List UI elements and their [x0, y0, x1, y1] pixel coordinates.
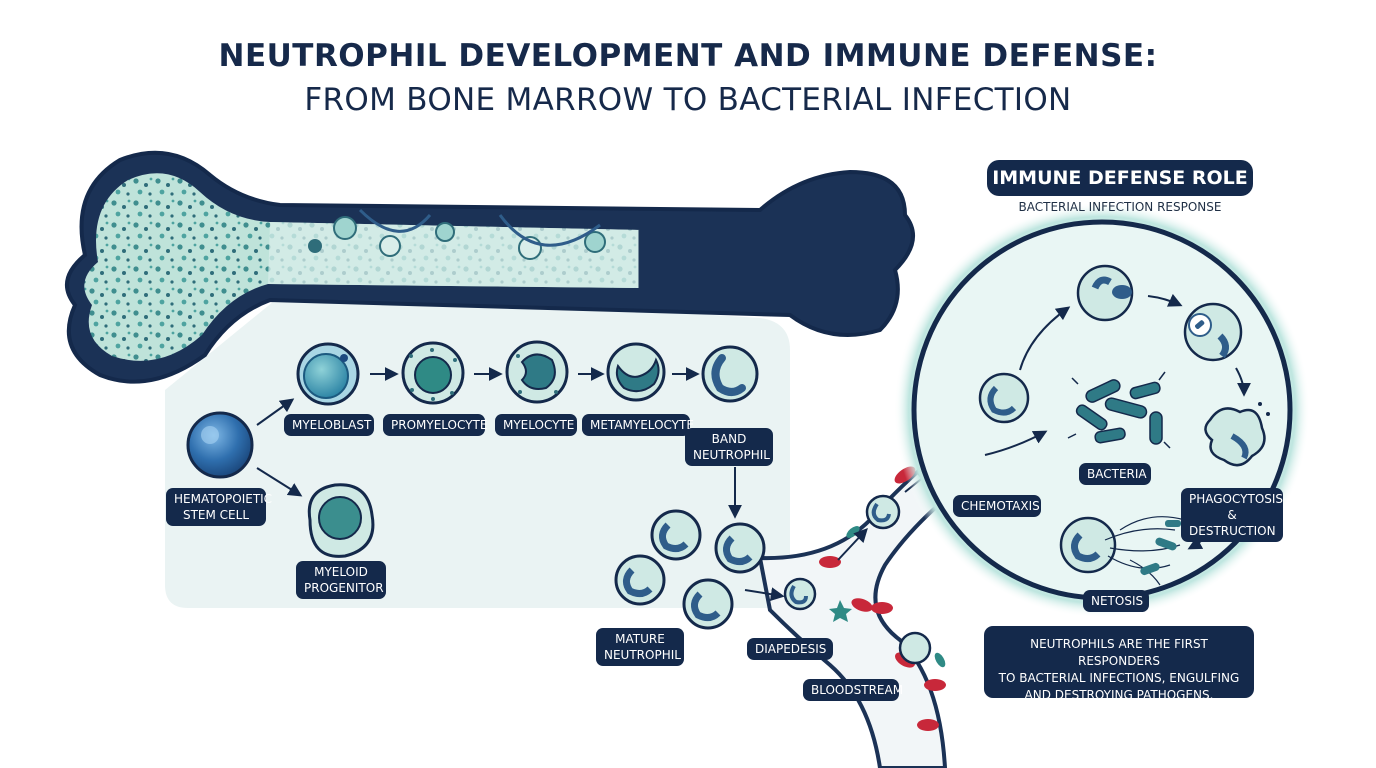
immune-defense-subheading: BACTERIAL INFECTION RESPONSE — [1018, 200, 1222, 214]
bacteria-group — [1067, 371, 1171, 449]
band-neutrophil-cell — [701, 345, 759, 403]
promyelocyte-cell — [401, 341, 465, 405]
hsc-label: HEMATOPOIETIC STEM CELL — [166, 488, 272, 526]
immune-defense-heading: IMMUNE DEFENSE ROLE — [987, 160, 1253, 196]
myeloid-progenitor-cell — [307, 483, 375, 558]
metamyelocyte-label: METAMYELOCYTE — [582, 414, 694, 436]
myeloblast-label: MYELOBLAST — [284, 414, 374, 436]
diapedesis-label: DIAPEDESIS — [747, 638, 833, 660]
myelocyte-label: MYELOCYTE — [495, 414, 577, 436]
band-neutrophil-label: BAND NEUTROPHIL — [685, 428, 773, 466]
bone-illustration — [65, 150, 915, 384]
hsc-cell — [186, 411, 254, 479]
mature-neutrophil-cluster — [614, 509, 766, 630]
page-subtitle: FROM BONE MARROW TO BACTERIAL INFECTION — [304, 82, 1072, 118]
page-title: NEUTROPHIL DEVELOPMENT AND IMMUNE DEFENS… — [218, 38, 1158, 74]
bloodstream-label: BLOODSTREAM — [803, 679, 903, 701]
promyelocyte-label: PROMYELOCYTE — [383, 414, 487, 436]
chemotaxis-label: CHEMOTAXIS — [953, 495, 1041, 517]
mature-neutrophil-label: MATURE NEUTROPHIL — [596, 628, 684, 666]
metamyelocyte-cell — [606, 342, 666, 402]
immune-summary-box: NEUTROPHILS ARE THE FIRST RESPONDERS TO … — [984, 626, 1254, 702]
myeloid-progenitor-label: MYELOID PROGENITOR — [296, 561, 386, 599]
phagocytosis-label: PHAGOCYTOSIS & DESTRUCTION — [1181, 488, 1283, 542]
myeloblast-cell — [296, 342, 360, 406]
myelocyte-cell — [505, 340, 569, 404]
netosis-label: NETOSIS — [1083, 590, 1149, 612]
bacteria-label: BACTERIA — [1079, 463, 1151, 485]
immune-defense-circle — [894, 202, 1310, 618]
